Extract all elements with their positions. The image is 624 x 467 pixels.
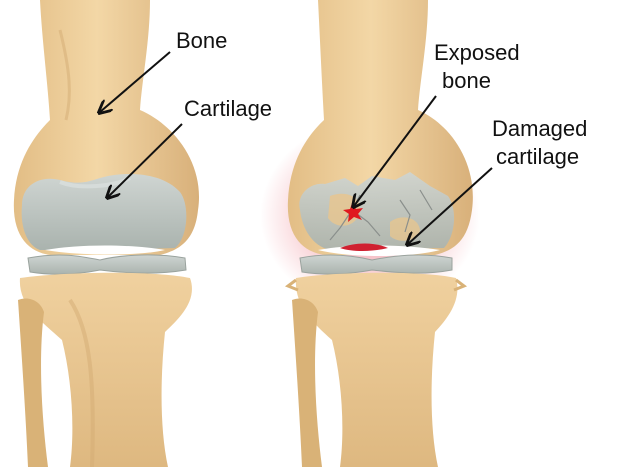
damaged-cartilage-label-line1: Damaged: [492, 116, 587, 141]
healthy-meniscus: [28, 255, 186, 274]
exposed-bone-label-line1: Exposed: [434, 40, 520, 65]
healthy-knee-illustration: [14, 0, 199, 467]
healthy-fibula: [18, 299, 48, 467]
cartilage-label-text: Cartilage: [184, 96, 272, 121]
exposed-bone-label-line2: bone: [442, 68, 491, 93]
damaged-cartilage-label-line2: cartilage: [496, 144, 579, 169]
bone-label-text: Bone: [176, 28, 227, 53]
damaged-tibia: [296, 273, 458, 467]
healthy-tibia: [20, 273, 192, 467]
